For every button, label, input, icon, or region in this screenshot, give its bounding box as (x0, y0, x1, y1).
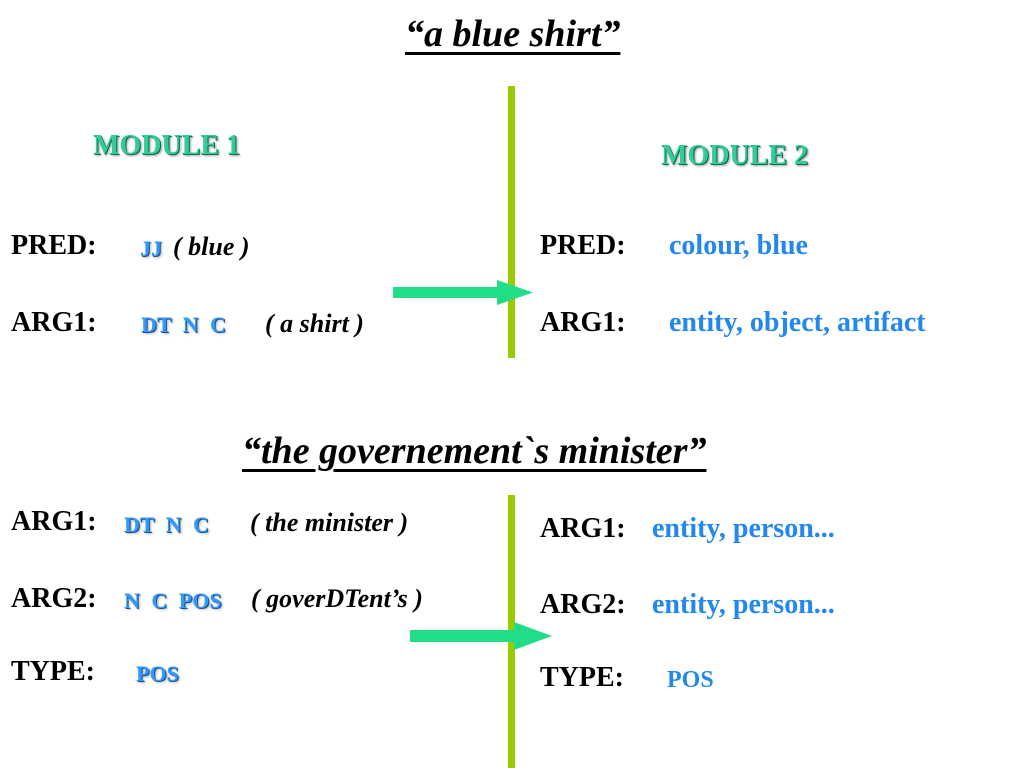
module2-pred-value: colour, blue (669, 230, 808, 261)
left-arg1-label: ARG1: (11, 506, 97, 537)
module1-pred-label: PRED: (11, 230, 97, 261)
left-arg2-label: ARG2: (11, 583, 97, 614)
section2-transfer-arrow (410, 622, 552, 650)
right-type-value: POS (667, 667, 714, 693)
module1-pred-tag: JJ (140, 236, 162, 261)
module2-arg1-value: entity, object, artifact (669, 307, 926, 338)
left-arg1-tag: DT N C (124, 512, 209, 537)
right-arg1-value: entity, person... (652, 513, 835, 544)
right-arg1-label: ARG1: (540, 513, 626, 544)
module1-arg1-tag: DT N C (141, 312, 226, 337)
right-arg2-label: ARG2: (540, 589, 626, 620)
module1-heading: MODULE 1 (93, 130, 240, 161)
right-arg2-value: entity, person... (652, 589, 835, 620)
module-transfer-arrow (393, 280, 533, 305)
module1-arg1-label: ARG1: (11, 307, 97, 338)
module2-arg1-label: ARG1: (540, 307, 626, 338)
module1-pred-gloss: ( blue ) (173, 232, 250, 261)
left-type-tag: POS (136, 661, 179, 686)
left-arg2-gloss: ( goverDTent’s ) (251, 584, 423, 613)
module2-heading: MODULE 2 (661, 140, 808, 171)
left-arg1-gloss: ( the minister ) (250, 508, 409, 537)
section2-title: “the governement`s minister” (242, 430, 707, 472)
left-arg2-tag: N C POS (124, 588, 222, 613)
module1-arg1-gloss: ( a shirt ) (265, 309, 364, 338)
section1-title: “a blue shirt” (405, 13, 621, 55)
module2-pred-label: PRED: (540, 230, 626, 261)
left-type-label: TYPE: (11, 656, 95, 687)
right-type-label: TYPE: (540, 662, 624, 693)
section1-divider (508, 86, 515, 358)
